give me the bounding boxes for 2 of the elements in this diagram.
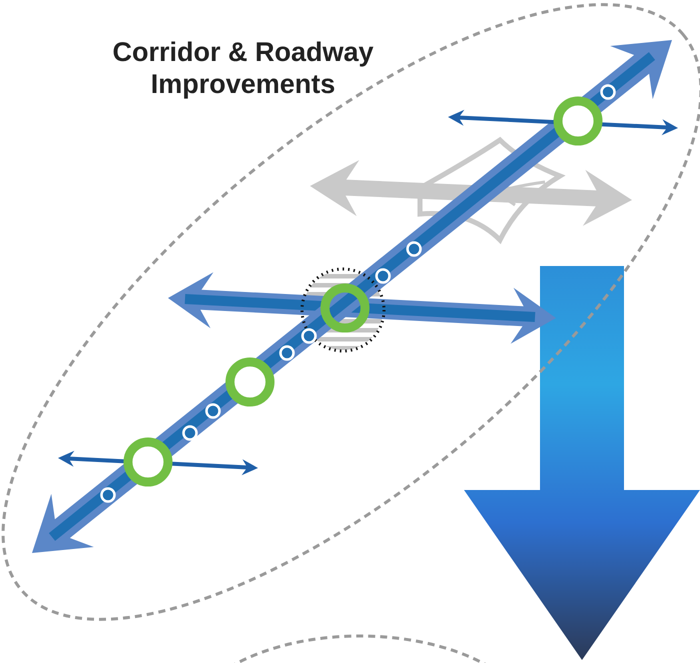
heading: Corridor & Roadway Improvements bbox=[111, 36, 375, 101]
down-arrow bbox=[464, 266, 700, 660]
